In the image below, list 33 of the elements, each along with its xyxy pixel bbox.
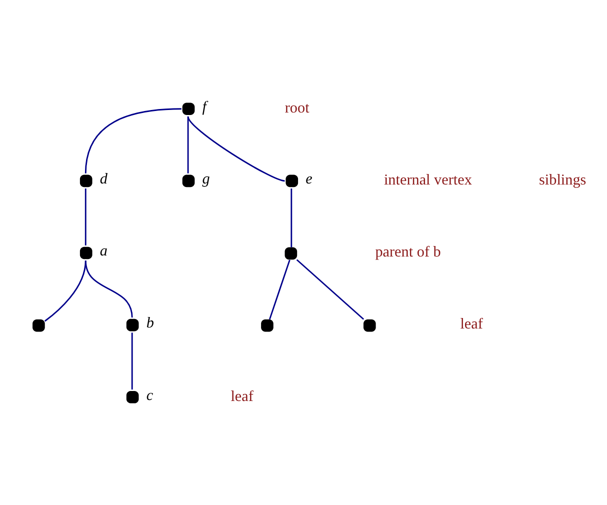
node-circle (126, 390, 139, 403)
node-circle (286, 174, 298, 187)
node-label: d (100, 170, 108, 188)
node-circle (284, 246, 298, 260)
label: leaf (460, 315, 483, 332)
node-label: g (202, 170, 210, 188)
node-label: c (146, 386, 154, 404)
connector (187, 116, 285, 182)
node-label: f (202, 98, 206, 116)
node-circle (261, 318, 274, 332)
connector (131, 332, 133, 390)
connector (84, 188, 86, 245)
node-circle (126, 318, 139, 331)
label: internal vertex (384, 171, 472, 188)
connector (187, 116, 189, 173)
connector (296, 258, 364, 320)
label: siblings (539, 171, 586, 188)
connector (84, 260, 133, 318)
node-label: e (306, 170, 312, 188)
node-label: b (146, 314, 154, 332)
label: parent of b (375, 243, 441, 260)
node-circle (182, 102, 195, 115)
label: leaf (230, 387, 254, 404)
node-label: a (100, 242, 108, 260)
node-circle (32, 318, 45, 332)
node-circle (80, 174, 92, 187)
node-circle (363, 318, 376, 332)
label: root (284, 98, 310, 116)
node-circle (80, 246, 92, 259)
connector (290, 188, 292, 247)
connector (84, 108, 182, 173)
connector (268, 259, 290, 320)
node-circle (182, 174, 195, 187)
